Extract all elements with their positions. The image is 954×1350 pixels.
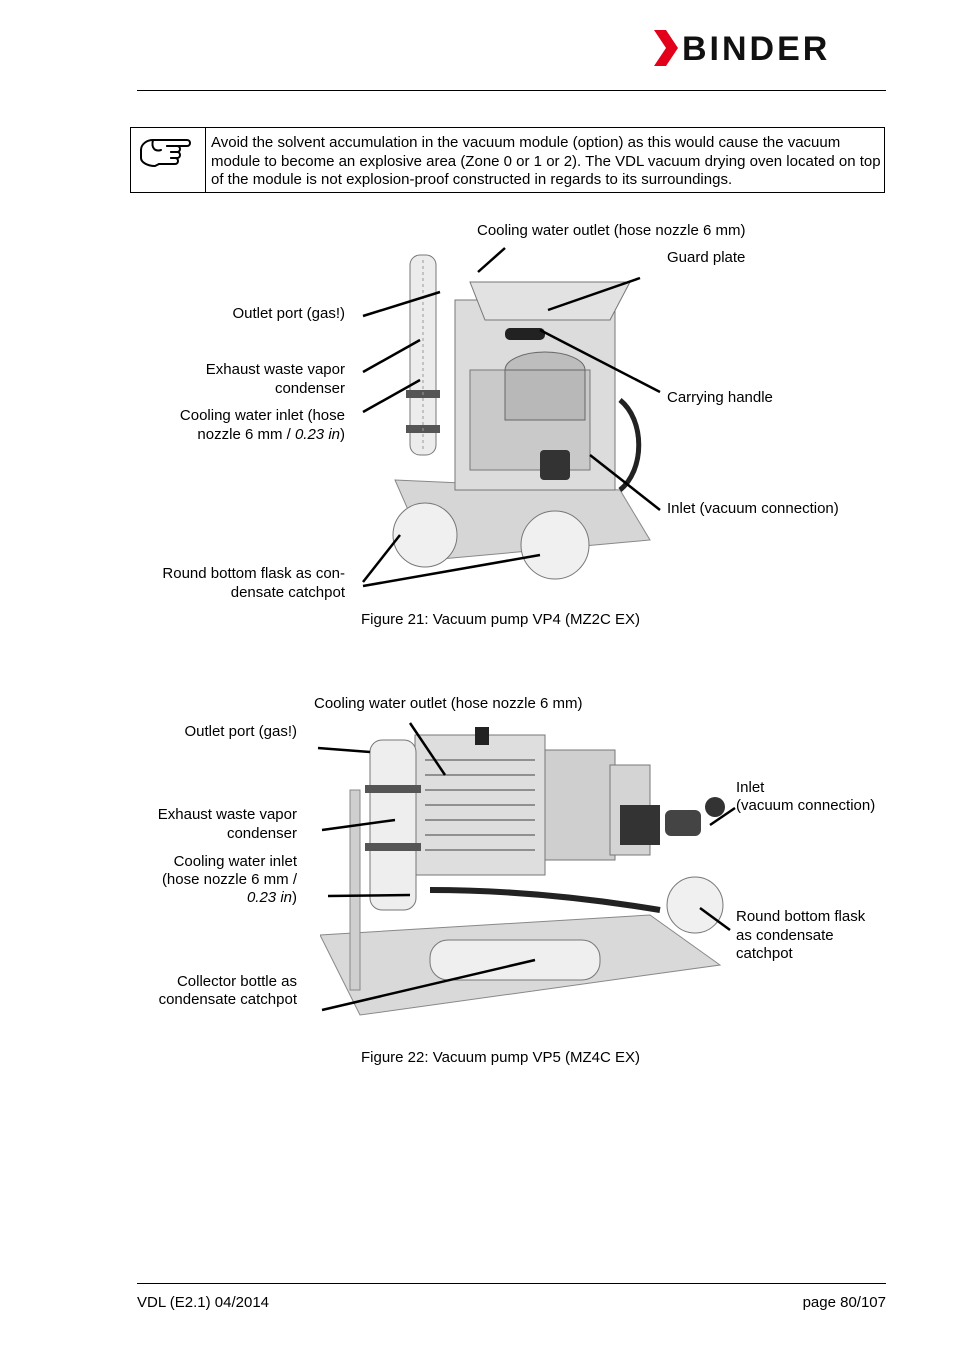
fig22-label-exhaust-line2: condenser: [226, 825, 297, 842]
figure22-caption: Figure 22: Vacuum pump VP5 (MZ4C EX): [361, 1049, 640, 1066]
fig22-label-collector-line1: Collector bottle as: [176, 973, 297, 990]
fig21-cooling-inlet-close: ): [340, 426, 345, 443]
footer-rule: [137, 1283, 886, 1284]
fig21-cooling-inlet-unit: 0.23 in: [294, 426, 340, 443]
fig22-label-cooling-inlet-line3: 0.23 in): [97, 889, 297, 908]
note-icon-cell: [131, 128, 206, 192]
fig21-cooling-inlet-prefix: nozzle 6 mm /: [197, 426, 295, 443]
footer-document-id: VDL (E2.1) 04/2014: [137, 1294, 270, 1311]
fig22-cooling-inlet-unit: 0.23 in: [246, 889, 292, 906]
fig21-label-flask-line2: densate catchpot: [230, 584, 345, 601]
fig22-label-collector-line2: condensate catchpot: [158, 991, 297, 1008]
footer-page-number: page 80/107: [802, 1294, 886, 1311]
fig21-label-exhaust-line2: condenser: [274, 380, 345, 397]
fig22-cooling-inlet-close: ): [292, 889, 297, 906]
fig22-label-exhaust-line1: Exhaust waste vapor: [157, 806, 297, 823]
fig21-label-guard-plate: Guard plate: [667, 249, 746, 266]
fig22-label-cooling-inlet-line1: Cooling water inlet: [173, 853, 297, 870]
vacuum-pump-vp4-image: [360, 240, 680, 600]
fig21-label-exhaust-line1: Exhaust waste vapor: [205, 361, 345, 378]
vacuum-pump-vp5-image: [320, 715, 740, 1030]
fig21-label-inlet: Inlet (vacuum connection): [667, 500, 839, 517]
note-text: Avoid the solvent accumulation in the va…: [211, 134, 881, 188]
header-rule: [137, 90, 886, 91]
pointing-hand-icon: [140, 139, 191, 167]
fig22-label-flask-line2: as condensate: [736, 927, 834, 944]
fig21-label-outlet-port: Outlet port (gas!): [232, 305, 345, 322]
safety-note: Avoid the solvent accumulation in the va…: [130, 127, 885, 193]
fig22-label-cooling-inlet-line2: (hose nozzle 6 mm /: [161, 871, 297, 888]
fig21-label-cooling-inlet-line2: nozzle 6 mm / 0.23 in): [125, 426, 345, 445]
fig21-label-cooling-water-outlet: Cooling water outlet (hose nozzle 6 mm): [477, 222, 746, 239]
fig22-label-flask-line3: catchpot: [736, 945, 793, 962]
fig22-label-flask-line1: Round bottom flask: [736, 908, 866, 925]
figure21-caption: Figure 21: Vacuum pump VP4 (MZ2C EX): [361, 611, 640, 628]
fig22-label-inlet-line2: (vacuum connection): [736, 797, 876, 814]
fig21-label-carrying-handle: Carrying handle: [667, 389, 773, 406]
fig21-label-flask-line1: Round bottom flask as con-: [162, 565, 345, 582]
fig21-label-cooling-inlet-line1: Cooling water inlet (hose: [179, 407, 345, 424]
fig22-label-inlet-line1: Inlet: [736, 779, 765, 796]
binder-logo-mark-icon: [654, 30, 678, 66]
fig22-label-cooling-water-outlet: Cooling water outlet (hose nozzle 6 mm): [314, 695, 583, 712]
brand-name: BINDER: [682, 30, 831, 68]
fig22-label-outlet-port: Outlet port (gas!): [184, 723, 297, 740]
